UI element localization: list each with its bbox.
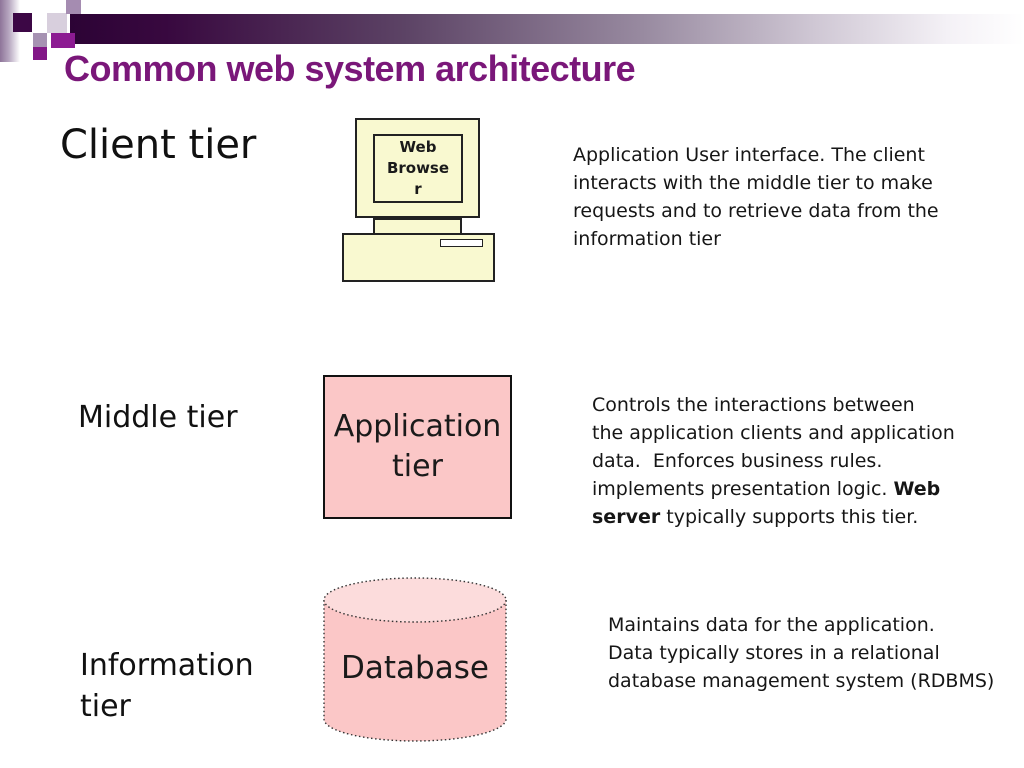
deco-square bbox=[33, 33, 47, 47]
middle-tier-label: Middle tier bbox=[78, 400, 238, 435]
browser-screen-label: Web Browse r bbox=[373, 134, 463, 203]
client-tier-description: Application User interface. The client i… bbox=[573, 144, 939, 250]
slide-title: Common web system architecture bbox=[64, 48, 636, 89]
application-tier-box: Application tier bbox=[323, 375, 512, 519]
database-label: Database bbox=[341, 650, 489, 686]
information-tier-description: Maintains data for the application. Data… bbox=[608, 614, 995, 692]
deco-square bbox=[33, 47, 47, 60]
title-gradient-bar bbox=[70, 14, 1024, 44]
information-tier-label: Information tier bbox=[80, 648, 254, 724]
disk-slot bbox=[440, 239, 483, 247]
deco-square bbox=[47, 13, 67, 33]
database-cylinder-icon bbox=[323, 577, 507, 742]
web-browser-computer-icon: Web Browse r bbox=[342, 118, 495, 282]
deco-square bbox=[51, 33, 75, 48]
deco-square bbox=[66, 0, 81, 14]
deco-square bbox=[13, 13, 32, 32]
client-tier-label: Client tier bbox=[60, 122, 257, 168]
